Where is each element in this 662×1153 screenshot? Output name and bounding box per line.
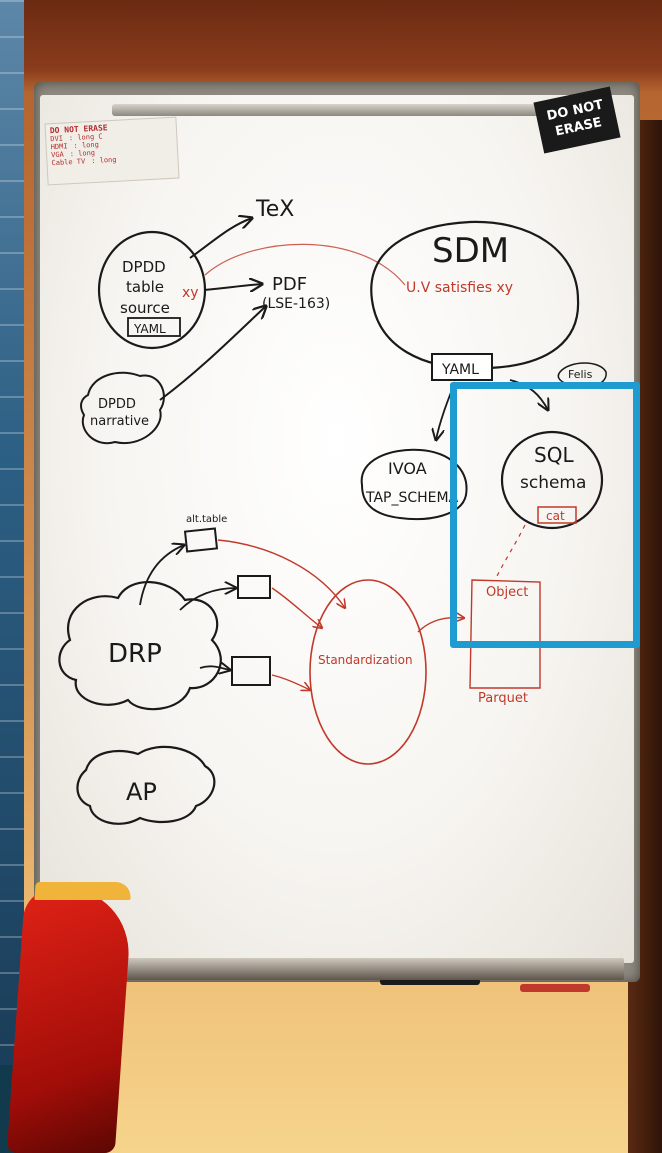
sql-label: SQL [534,443,574,467]
sdm-label: SDM [432,231,509,271]
whiteboard-tray [96,958,624,980]
arrow-narrative-to-pdf [159,306,266,401]
felis-label: Felis [568,368,593,381]
red-marker [520,984,590,992]
ivoa-label: IVOA [388,459,427,478]
arrow-to-tex [189,218,252,259]
table-label: table [126,278,164,296]
xy-label: xy [182,285,199,301]
parquet-label: Parquet [478,691,528,706]
schema-label: schema [520,473,586,493]
yaml-sdm-box [431,353,493,381]
sql-schema-bubble [500,430,604,530]
highlight-box [450,382,640,648]
ap-label: AP [126,778,157,806]
tap-schema-label: TAP_SCHEMA [365,490,459,506]
arrow-drp-to-middle-box [179,588,236,611]
cat-box [537,506,577,524]
dashed-sql-to-object [495,524,526,579]
table-box-top [183,527,219,553]
object-parquet-container [469,579,541,689]
arrow-to-pdf [203,284,262,290]
pdf-label: PDF [272,274,307,295]
table-box-bottom [231,656,271,686]
dpdd-narrative-line-1: DPDD [98,397,136,412]
red-arrow-std-to-object [417,618,464,633]
ap-cloud [76,745,216,825]
whiteboard-clip-bar [112,104,552,116]
standardization-bubble [309,579,427,765]
drp-label: DRP [108,639,162,669]
red-arrow-bottom-to-std [271,674,310,690]
wall-left [0,0,24,1153]
arrow-drp-to-top-box [139,545,184,606]
dpdd-label: DPDD [122,258,166,276]
lse-label: (LSE-163) [262,296,330,312]
table-box-middle [237,575,271,599]
dpdd-narrative-line-2: narrative [90,414,149,429]
alt-table-label: alt.table [186,514,227,525]
dpdd-narrative-cloud [80,371,165,445]
yaml-left-box [127,317,181,337]
yaml-sdm-label: YAML [441,362,479,378]
ivoa-bubble [360,448,468,521]
arrow-yaml-to-sql [509,379,548,410]
red-arc-xy-to-sdm [204,243,406,286]
object-label: Object [486,585,528,600]
source-label: source [120,299,170,317]
tex-label: TeX [255,197,294,222]
uv-satisfies-label: U.V satisfies xy [406,280,513,296]
cat-label: cat [546,509,565,523]
red-arrow-middle-to-std [271,587,322,628]
standardization-label: Standardization [318,653,413,667]
arrow-drp-to-bottom-box [199,666,230,670]
yaml-left-label: YAML [133,322,166,336]
red-chair [6,888,134,1153]
